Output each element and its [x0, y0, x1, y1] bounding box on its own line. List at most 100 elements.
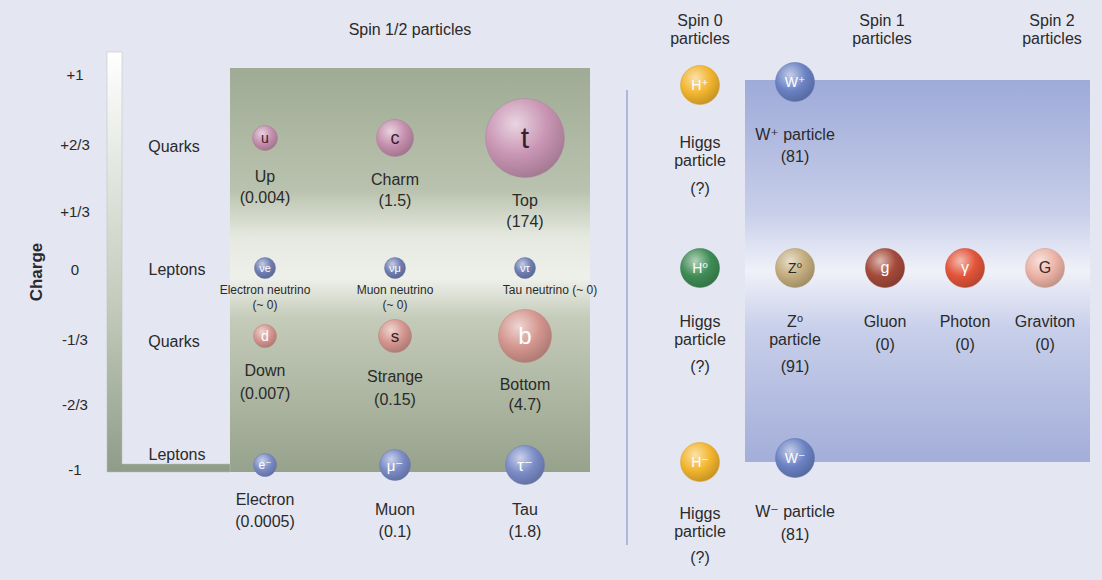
particle-circle: ντTau neutrino (~ 0) — [514, 257, 536, 279]
particle-disc — [255, 258, 276, 279]
particle-symbol: W⁺ — [785, 75, 806, 89]
mass-value: (~ 0) — [252, 299, 277, 313]
mass-value: (0.004) — [240, 189, 291, 207]
axis-title: Charge — [27, 243, 47, 302]
particle-symbol: G — [1039, 260, 1051, 276]
particle-name: W⁺ particle — [755, 126, 835, 144]
particle-name: Charm — [371, 171, 419, 189]
mass-value: (?) — [690, 358, 710, 376]
particle-circle: W⁺W⁺ particle(81) — [775, 62, 815, 102]
particle-disc — [379, 320, 412, 353]
particle-disc — [380, 450, 411, 481]
mass-value: (81) — [781, 148, 809, 166]
particle-name: Muon neutrino — [357, 284, 434, 298]
charge-axis — [107, 52, 230, 472]
mass-value: (?) — [690, 180, 710, 198]
row-label: Leptons — [149, 261, 206, 279]
particle-disc — [866, 249, 905, 288]
mass-value: (174) — [506, 213, 543, 231]
particle-symbol: W⁻ — [785, 451, 806, 465]
particle-circle: γPhoton(0) — [945, 248, 985, 288]
particle-circle: Z⁰Z⁰ particle(91) — [775, 248, 815, 288]
particle-disc — [681, 66, 720, 105]
particle-symbol: b — [518, 324, 531, 348]
charge-value: +1 — [66, 66, 83, 83]
column-heading: Spin 1 particles — [845, 12, 919, 49]
particle-circle: bBottom(4.7) — [498, 309, 552, 363]
particle-circle: dDown(0.007) — [253, 324, 277, 348]
particle-name: Top — [512, 192, 538, 210]
particle-symbol: Z⁰ — [788, 261, 802, 275]
particle-circle: gGluon(0) — [865, 248, 905, 288]
boson-panel — [745, 80, 1090, 462]
row-label: Quarks — [148, 333, 200, 351]
particle-name: Graviton — [1015, 313, 1075, 331]
particle-disc — [1026, 249, 1065, 288]
particle-circle: uUp(0.004) — [252, 125, 278, 151]
particle-symbol: g — [881, 260, 890, 276]
column-heading: Spin 0 particles — [663, 12, 737, 49]
mass-value: (0.0005) — [235, 513, 295, 531]
particle-circle: νeElectron neutrino(~ 0) — [254, 257, 276, 279]
particle-symbol: c — [391, 129, 400, 147]
particle-name: Muon — [375, 501, 415, 519]
particle-name: Tau neutrino (~ 0) — [503, 284, 597, 298]
particle-disc — [506, 446, 545, 485]
particle-symbol: μ⁻ — [387, 458, 404, 473]
mass-value: (0.1) — [379, 523, 412, 541]
mass-value: (0.15) — [374, 391, 416, 409]
particle-circle: W⁻W⁻ particle(81) — [775, 438, 815, 478]
particle-disc — [515, 258, 536, 279]
column-heading: Spin 1/2 particles — [349, 21, 472, 39]
mass-value: (1.5) — [379, 192, 412, 210]
particle-circle: H⁻Higgs particle(?) — [680, 442, 720, 482]
particle-circle: τ⁻Tau(1.8) — [505, 445, 545, 485]
particle-disc — [499, 310, 552, 363]
particle-name: Up — [255, 168, 275, 186]
particle-symbol: νe — [259, 263, 271, 274]
charge-value: +1/3 — [60, 203, 90, 220]
particle-name: Higgs particle — [664, 313, 736, 350]
mass-value: (0.007) — [240, 385, 291, 403]
particle-symbol: νμ — [389, 263, 401, 274]
particle-disc — [253, 126, 278, 151]
particle-disc — [486, 99, 565, 178]
row-label: Leptons — [149, 446, 206, 464]
particle-circle: H⁰Higgs particle(?) — [680, 248, 720, 288]
particle-name: Gluon — [864, 313, 907, 331]
particle-name: Electron neutrino — [220, 284, 311, 298]
mass-value: (~ 0) — [382, 299, 407, 313]
particle-name: W⁻ particle — [755, 503, 835, 521]
particle-disc — [681, 443, 720, 482]
particle-symbol: e⁻ — [258, 459, 271, 471]
mass-value: (81) — [781, 526, 809, 544]
charge-value: 0 — [71, 261, 79, 278]
particle-disc — [377, 120, 414, 157]
charge-value: +2/3 — [60, 136, 90, 153]
mass-value: (1.8) — [509, 523, 542, 541]
mass-value: (0) — [1035, 336, 1055, 354]
mass-value: (4.7) — [509, 396, 542, 414]
particle-name: Down — [245, 362, 286, 380]
charge-value: -2/3 — [62, 396, 88, 413]
particle-symbol: H⁺ — [691, 78, 709, 92]
particle-symbol: H⁰ — [692, 261, 708, 275]
particle-name: Strange — [367, 368, 423, 386]
mass-value: (?) — [690, 549, 710, 567]
particle-circle: νμMuon neutrino(~ 0) — [384, 257, 406, 279]
particle-symbol: H⁻ — [691, 455, 709, 469]
particle-disc — [776, 439, 815, 478]
particle-name: Z⁰ particle — [759, 313, 831, 350]
particle-circle: e⁻Electron(0.0005) — [253, 453, 277, 477]
fermion-panel — [230, 68, 590, 472]
column-heading: Spin 2 particles — [1015, 12, 1089, 49]
particle-disc — [776, 249, 815, 288]
particle-disc — [946, 249, 985, 288]
particle-name: Photon — [940, 313, 991, 331]
particle-disc — [385, 258, 406, 279]
particle-symbol: ντ — [520, 263, 530, 274]
row-label: Quarks — [148, 138, 200, 156]
particle-circle: GGraviton(0) — [1025, 248, 1065, 288]
mass-value: (91) — [781, 358, 809, 376]
particle-name: Higgs particle — [664, 505, 736, 542]
